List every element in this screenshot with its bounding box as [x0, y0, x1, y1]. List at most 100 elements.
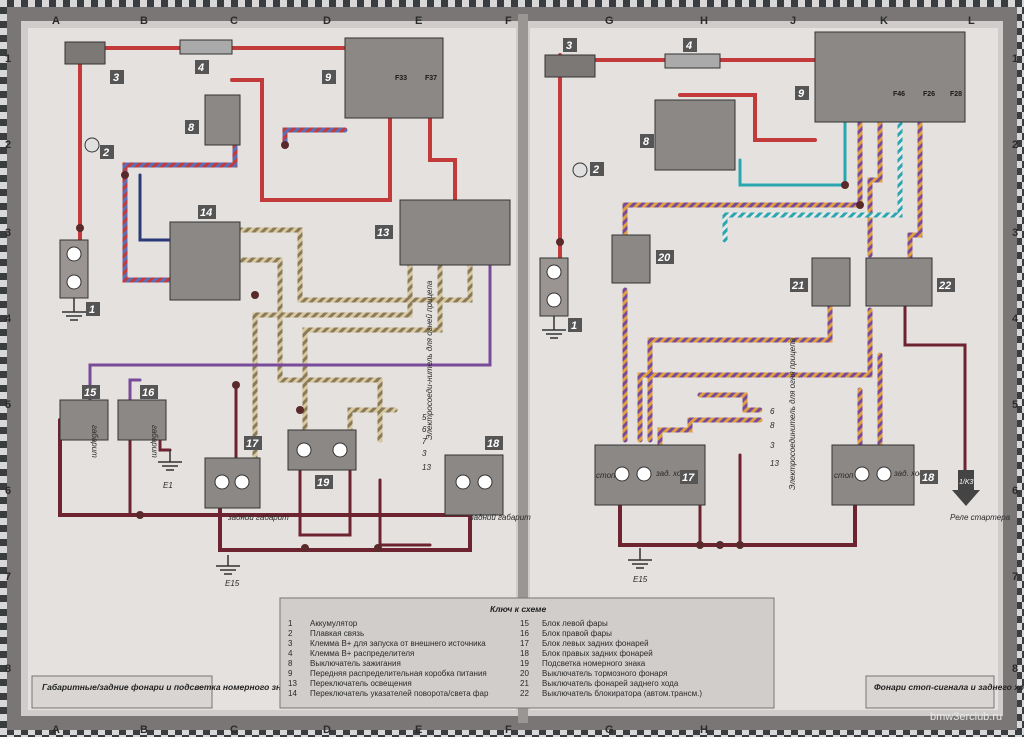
turn-signal-headlight-switch [169, 221, 241, 301]
lighting-switch [399, 199, 511, 266]
svg-text:J: J [790, 15, 796, 27]
svg-text:K: K [880, 15, 888, 27]
b-plus-terminal-external-start [64, 41, 106, 65]
key-item-text: Клемма В+ распределителя [310, 649, 414, 658]
svg-text:F37: F37 [425, 75, 437, 82]
svg-text:4: 4 [5, 313, 12, 325]
key-item-number: 19 [520, 659, 529, 668]
svg-text:H: H [700, 724, 708, 736]
svg-text:8: 8 [643, 136, 650, 148]
svg-text:4: 4 [685, 40, 692, 52]
watermark: bmw3erclub.ru [930, 711, 1002, 723]
key-item-text: Выключатель зажигания [310, 659, 401, 668]
key-item-number: 15 [520, 619, 529, 628]
svg-text:8: 8 [770, 421, 775, 430]
starter-relay-tag: 1/K3 [959, 479, 974, 486]
svg-text:3: 3 [5, 227, 11, 239]
svg-text:F: F [505, 15, 512, 27]
svg-text:H: H [700, 15, 708, 27]
key-item-text: Блок левых задних фонарей [542, 639, 649, 648]
svg-text:F28: F28 [950, 91, 962, 98]
ground-e15-label-right: E15 [633, 575, 648, 584]
svg-text:C: C [230, 15, 238, 27]
svg-text:7: 7 [1012, 571, 1018, 583]
b-plus-distributor-terminal-right [664, 53, 721, 69]
ignition-switch [204, 94, 241, 146]
right-rear-lamp-unit [444, 454, 504, 516]
key-item-text: Передняя распределительная коробка питан… [310, 669, 487, 678]
svg-text:16: 16 [142, 387, 155, 399]
key-item-text: Блок правых задних фонарей [542, 649, 653, 658]
ignition-switch-right [654, 99, 736, 171]
brake-light-switch [611, 234, 651, 284]
front-power-distribution-box [344, 37, 444, 119]
key-item-number: 16 [520, 629, 529, 638]
key-item-text: Клемма В+ для запуска от внешнего источн… [310, 639, 486, 648]
svg-text:5: 5 [1012, 399, 1018, 411]
svg-text:A: A [52, 724, 60, 736]
reverse-left-label: зад. ход [655, 469, 686, 478]
svg-text:20: 20 [657, 252, 671, 264]
key-item-number: 14 [288, 689, 297, 698]
svg-text:19: 19 [317, 477, 330, 489]
key-item-number: 20 [520, 669, 529, 678]
svg-text:F: F [505, 724, 512, 736]
key-item-text: Подсветка номерного знака [542, 659, 646, 668]
transmission-inhibitor-switch [865, 257, 933, 307]
key-heading: Ключ к схеме [490, 604, 546, 614]
right-trailer-connector-label: Электросоединитель для огня прицепа [788, 337, 797, 490]
key-item-number: 3 [288, 639, 293, 648]
right-diagram: 3 4 F46 F26 F28 9 8 2 20 1 21 22 Электро… [539, 31, 1024, 709]
left-rear-lamp-unit [204, 457, 261, 509]
rear-right-marker-label: задний габарит [469, 513, 531, 522]
svg-text:F33: F33 [395, 75, 407, 82]
ground-e15-label-left: E15 [225, 579, 240, 588]
right-headlamp-unit [117, 399, 167, 441]
svg-text:21: 21 [791, 280, 804, 292]
svg-text:A: A [52, 15, 60, 27]
key-item-text: Аккумулятор [310, 619, 358, 628]
svg-text:2: 2 [102, 147, 109, 159]
svg-text:6: 6 [5, 485, 11, 497]
key-item-text: Выключатель тормозного фонаря [542, 669, 667, 678]
ground-symbol [62, 298, 86, 321]
svg-text:17: 17 [682, 472, 695, 484]
svg-text:3: 3 [770, 441, 775, 450]
svg-text:1: 1 [89, 304, 95, 316]
svg-text:5: 5 [422, 413, 427, 422]
front-left-marker-label: габарит [90, 425, 99, 458]
svg-text:E: E [415, 15, 422, 27]
front-power-distribution-box-right [814, 31, 966, 123]
key-item-text: Блок правой фары [542, 629, 612, 638]
grid-row-labels: 1 2 3 4 5 6 7 8 1 2 3 4 5 6 7 8 [5, 53, 1019, 675]
stop-left-label: стоп [596, 471, 616, 480]
svg-text:18: 18 [922, 472, 935, 484]
right-rear-lamp-unit-right [831, 444, 915, 506]
svg-text:4: 4 [1012, 313, 1019, 325]
reverse-right-label: зад. ход [893, 469, 924, 478]
key-item-number: 17 [520, 639, 529, 648]
left-diagram: 3 4 F33 F37 9 8 2 14 13 1 15 габарит 16 … [31, 37, 531, 709]
svg-text:13: 13 [422, 463, 431, 472]
left-diagram-title: Габаритные/задние фонари и подсветка ном… [42, 682, 295, 692]
svg-text:G: G [605, 15, 614, 27]
svg-text:3: 3 [1012, 227, 1018, 239]
left-trailer-connector-pins: 5 6 7 3 13 [422, 413, 431, 472]
key-item-number: 9 [288, 669, 293, 678]
rear-left-marker-label: задний габарит [227, 513, 289, 522]
fusible-link [84, 137, 100, 153]
svg-text:L: L [968, 15, 975, 27]
svg-text:8: 8 [188, 122, 195, 134]
svg-text:18: 18 [487, 438, 500, 450]
reverse-light-switch [811, 257, 851, 307]
key-item-number: 2 [288, 629, 293, 638]
svg-text:B: B [140, 15, 148, 27]
svg-text:6: 6 [422, 425, 427, 434]
svg-text:B: B [140, 724, 148, 736]
svg-text:3: 3 [422, 449, 427, 458]
svg-text:7: 7 [422, 437, 427, 446]
svg-text:G: G [605, 724, 614, 736]
svg-text:8: 8 [1012, 663, 1018, 675]
key-item-text: Выключатель фонарей заднего хода [542, 679, 679, 688]
